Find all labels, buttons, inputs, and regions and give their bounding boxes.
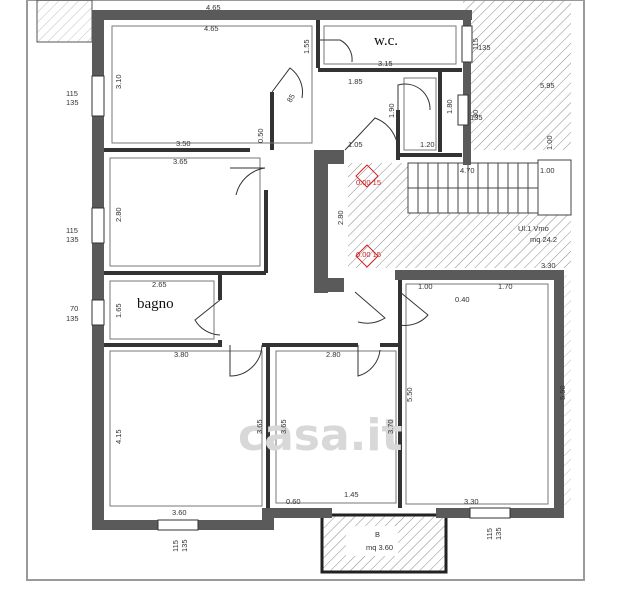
dim-label: 3.70 [386,419,395,434]
dim-label: 135 [66,98,79,107]
dim-label: 3.65 [279,419,288,434]
dim-label: 115 [471,38,480,50]
dim-label: 3.10 [114,74,123,89]
top-left-hatch [36,0,93,43]
dim-label: 1.45 [344,490,359,499]
windows [91,25,511,531]
dim-label: 0.50 [256,128,265,143]
dimension-labels: 4.65 4.65 3.10 3.50 0.50 1.55 85 3.15 1.… [114,3,567,517]
dim-label: 1.20 [420,140,435,149]
interior-walls [104,20,462,508]
dim-label: 0.60 [286,497,301,506]
outer-frame [26,0,585,581]
dim-label: 4.70 [460,166,475,175]
dim-label: 2.80 [114,207,123,222]
dim-label: 1.00 [418,282,433,291]
dim-label: 3.65 [255,419,264,434]
dim-label: 4.15 [114,429,123,444]
dim-label: 80 [471,110,480,118]
balcony [320,513,448,574]
dim-label: 4.65 [204,24,219,33]
level-value-a: 0.00 15 [356,178,381,187]
dim-label: 115 [485,528,494,540]
dim-label: 4.65 [206,3,221,12]
dim-label: 2.80 [336,210,345,225]
neighbor-hatch-right [463,0,571,150]
dim-label: 2.65 [152,280,167,289]
dim-label: 1.70 [498,282,513,291]
dim-label: 135 [494,527,503,540]
dim-label: 5.50 [558,385,567,400]
room-label-bagno: bagno [137,296,174,312]
dim-label: 3.15 [378,59,393,68]
dim-label: 70 [70,304,78,313]
dim-label: 85 [285,92,297,104]
dim-label: 135 [180,539,189,552]
dim-label: 3.30 [541,261,556,270]
dim-label: 2.80 [326,350,341,359]
dim-label: 3.60 [172,508,187,517]
dim-label: 135 [66,235,79,244]
balcony-code: B [375,530,380,539]
dim-label: 3.50 [176,139,191,148]
dim-label: 115 [171,540,180,552]
dim-label: 1.05 [348,140,363,149]
dim-label: 1.80 [445,99,454,114]
dim-label: 1.90 [387,103,396,118]
level-markers [355,164,379,268]
stair-area-label: Ul.1 Vmo [518,224,549,233]
stair-area-size: mq 24.2 [530,235,557,244]
dim-label: 3.80 [174,350,189,359]
dim-label: 5.95 [540,81,555,90]
doors [194,39,431,377]
dim-label: 1.00 [540,166,555,175]
dim-label: 115 [66,89,78,98]
dim-label: 115 [66,226,78,235]
room-outlines [109,25,549,507]
watermark: casa.it [238,410,402,461]
dim-label: 1.00 [545,135,554,150]
dim-label: 135 [470,113,483,122]
staircase [407,159,572,216]
level-value-b: 0.00 15 [356,250,381,259]
dim-label: 1.65 [114,303,123,318]
dim-label: 5.50 [405,387,414,402]
window-dimension-labels: 115 135 115 135 70 135 115 135 115 135 1… [66,38,503,552]
dim-label: 3.65 [173,157,188,166]
balcony-area: mq 3.60 [366,543,393,552]
dim-label: 3.30 [464,497,479,506]
dim-label: 135 [478,43,491,52]
dim-label: 1.85 [348,77,363,86]
room-label-wc: w.c. [374,33,398,49]
dim-label: 0.40 [455,295,470,304]
dim-label: 135 [66,314,79,323]
dim-label: 1.55 [302,39,311,54]
